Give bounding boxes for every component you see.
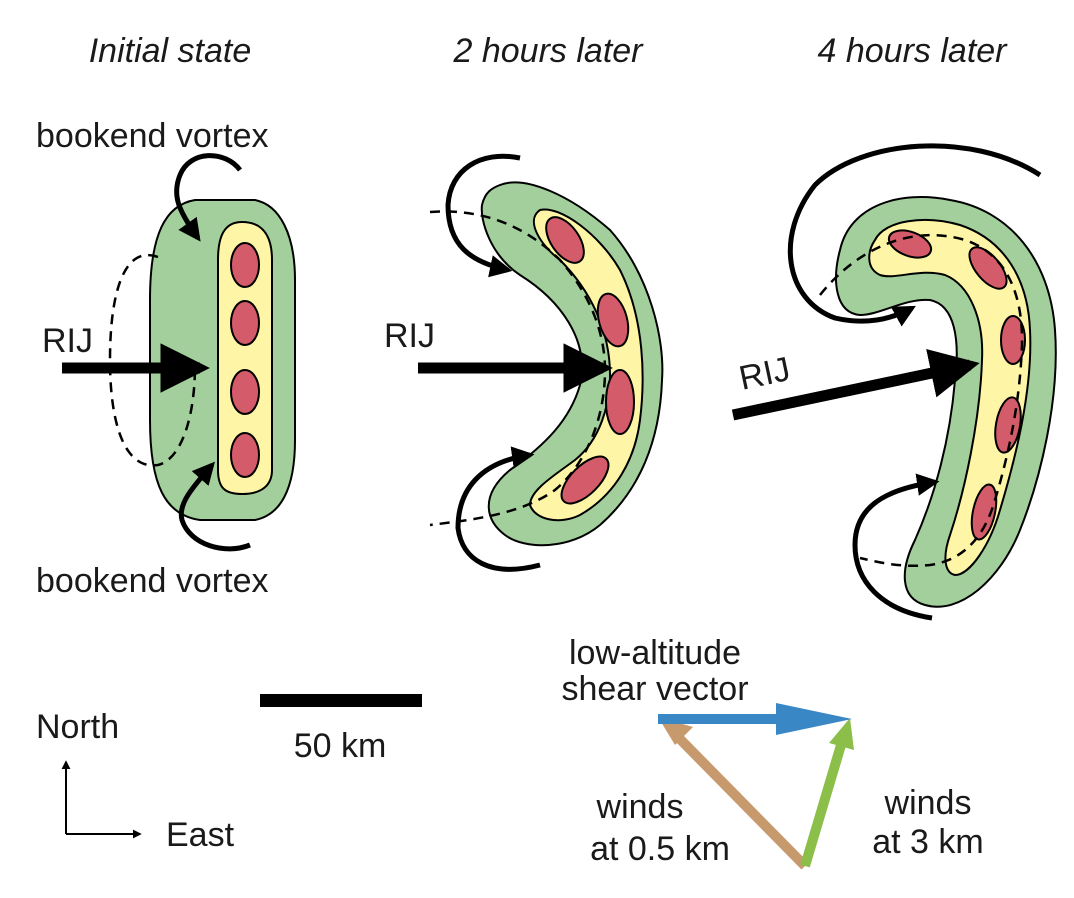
scale-bar-label: 50 km <box>294 727 387 765</box>
rij-label-2h: RIJ <box>384 317 435 355</box>
bookend-vortex-bottom-arrow <box>178 461 251 552</box>
bookend-vortex-north-2h <box>445 153 521 278</box>
panel-title-2h: 2 hours later <box>453 32 645 70</box>
convective-cell <box>1000 315 1026 365</box>
rij-label-initial: RIJ <box>42 322 93 360</box>
shear-title-line1: low-altitude <box>569 634 741 672</box>
dashed-outline-4h <box>819 233 1024 568</box>
convective-cell <box>596 292 630 348</box>
compass: North East <box>36 708 235 854</box>
convective-cell <box>560 455 610 505</box>
shear-triangle: low-altitude shear vector winds at 0.5 k… <box>561 634 984 870</box>
wind-high-label-line2: at 3 km <box>872 823 983 861</box>
convective-cell <box>230 369 260 415</box>
bookend-vortex-south-2h <box>455 446 541 572</box>
rij-label-4h: RIJ <box>736 350 794 398</box>
scale-bar-line <box>260 694 422 707</box>
convective-cell <box>230 300 260 346</box>
convective-cell <box>968 246 1008 290</box>
panel-initial-state: bookend vortex RIJ bookend vortex <box>36 117 296 600</box>
dashed-outline-initial <box>108 253 197 467</box>
wind-high-arrowhead <box>829 718 854 750</box>
inner-band-2h <box>528 208 644 522</box>
panel-2-hours-later: RIJ <box>384 153 664 572</box>
bookend-vortex-label-top: bookend vortex <box>36 117 269 155</box>
compass-east-label: East <box>166 816 235 854</box>
convective-cell <box>545 216 585 264</box>
wind-low-label-line1: winds <box>596 788 684 826</box>
convective-cell <box>230 432 260 478</box>
panel-4-hours-later: RIJ <box>731 143 1057 621</box>
panel-title-4h: 4 hours later <box>818 32 1009 70</box>
bookend-vortex-south-4h <box>852 473 940 621</box>
convective-cell <box>230 242 260 288</box>
scale-bar: 50 km <box>260 694 422 765</box>
compass-north-label: North <box>36 708 119 746</box>
rij-arrow-4h <box>731 348 980 421</box>
wind-high-label-line1: winds <box>884 784 972 822</box>
bookend-vortex-north-4h <box>787 143 1042 327</box>
bookend-vortex-label-bottom: bookend vortex <box>36 562 269 600</box>
inner-band-initial <box>217 220 273 496</box>
convective-cell <box>970 483 998 541</box>
panel-title-initial: Initial state <box>89 32 252 70</box>
shear-vector-arrowhead <box>776 703 852 735</box>
wind-high-arrow <box>800 743 846 868</box>
wind-low-label-line2: at 0.5 km <box>590 830 730 868</box>
convective-cell <box>605 369 635 435</box>
wind-low-arrow <box>672 731 809 870</box>
convective-cell <box>887 229 933 259</box>
shear-title-line2: shear vector <box>561 670 748 708</box>
bookend-vortex-top-arrow <box>174 153 242 242</box>
